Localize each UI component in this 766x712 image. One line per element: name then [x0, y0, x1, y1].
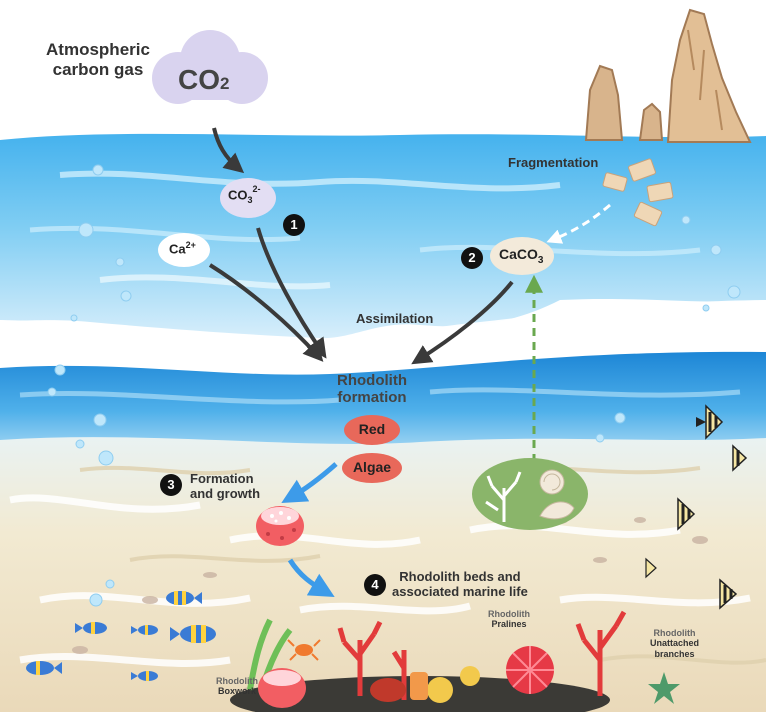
calcium-ion-label: Ca2+ — [169, 240, 196, 257]
arrow-fragmentation-to-caco3 — [546, 203, 611, 244]
rhodolith-pralines-icon — [506, 646, 554, 694]
fragment-icons — [602, 158, 674, 227]
carbonate-ion-label: CO32- — [228, 184, 261, 205]
calcium-ion-shape — [158, 233, 210, 267]
step-4-badge: 4 — [364, 574, 386, 596]
red-algae-label-red: Red — [358, 421, 386, 437]
cloud-icon — [152, 30, 268, 104]
caco3-shape — [490, 237, 554, 275]
formation-growth-label: Formation and growth — [190, 471, 261, 501]
arrow-co2-to-carbonate — [212, 127, 245, 174]
red-algae-bottom-shape — [342, 453, 402, 483]
shell-icon — [539, 469, 575, 520]
rhodolith-unattached-label: Rhodolith Unattached branches — [650, 628, 700, 659]
assimilation-label: Assimilation — [356, 311, 434, 326]
rhodolith-formation-label: Rhodolith formation — [337, 372, 407, 407]
marine-life-bubble — [472, 458, 588, 530]
step-1-badge: 1 — [283, 214, 305, 236]
arrow-caco3-to-formation — [411, 280, 514, 365]
coral-icon — [485, 471, 522, 522]
red-algae-label-algae: Algae — [352, 459, 392, 475]
arrow-growth-to-beds — [287, 558, 335, 597]
upper-water — [0, 133, 766, 339]
bubble-decorations — [47, 164, 741, 607]
crab-icon — [287, 639, 321, 661]
step-3-badge: 3 — [160, 474, 182, 496]
rock-stack-icon — [584, 8, 752, 143]
atmospheric-carbon-label: Atmospheric carbon gas — [46, 40, 150, 79]
rhodolith-beds-label: Rhodolith beds and associated marine lif… — [392, 569, 528, 599]
fish-icon — [26, 404, 748, 681]
rhodolith-nodule-icon — [256, 506, 304, 546]
starfish-icon — [648, 672, 680, 704]
arrow-calcium-to-formation — [208, 263, 324, 362]
rhodolith-pralines-label: Rhodolith Pralines — [488, 609, 530, 630]
fragmentation-label: Fragmentation — [508, 155, 599, 170]
co2-cloud-label: CO2 — [178, 64, 230, 95]
carbonate-ion-shape — [220, 178, 276, 218]
coral-icon — [337, 610, 627, 700]
red-algae-top-shape — [344, 415, 400, 445]
rhodolith-boxwork-icon — [258, 668, 306, 708]
reef-community — [230, 610, 680, 712]
arrow-algae-to-growth — [281, 462, 338, 503]
caco3-label: CaCO3 — [499, 246, 544, 266]
rhodolith-boxwork-label: Rhodolith Boxwork — [216, 676, 258, 697]
step-2-badge: 2 — [461, 247, 483, 269]
